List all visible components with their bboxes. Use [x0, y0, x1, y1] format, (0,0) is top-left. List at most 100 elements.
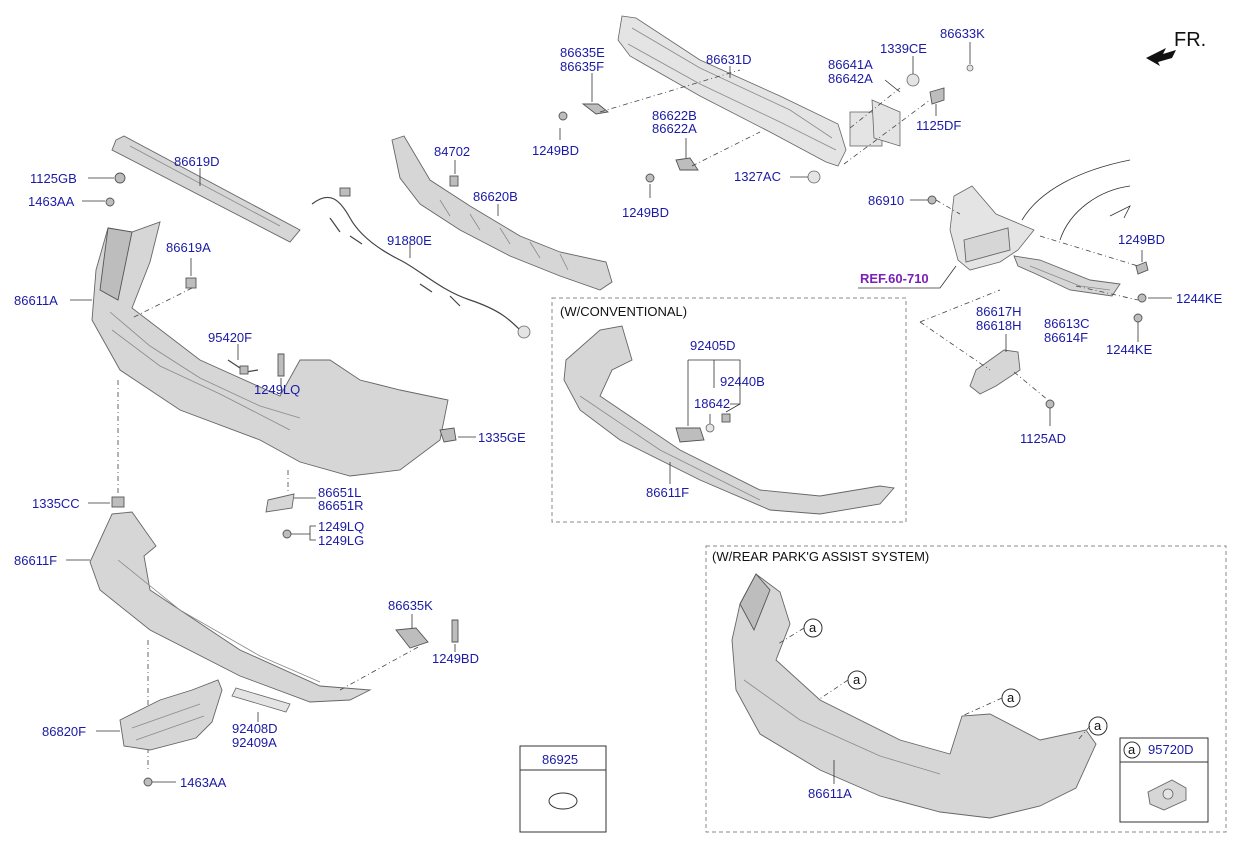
sensor-95720D-box	[1119, 737, 1209, 823]
label-1249BD-b[interactable]: 1249BD	[622, 205, 669, 220]
bolt-86910[interactable]	[927, 195, 937, 205]
lower-garnish-left-part[interactable]	[89, 511, 372, 703]
label-84702[interactable]: 84702	[434, 144, 470, 159]
label-95420F[interactable]: 95420F	[208, 330, 252, 345]
label-1339CE[interactable]: 1339CE	[880, 41, 927, 56]
label-86622B[interactable]: 86622B	[652, 108, 697, 123]
label-86611A-b[interactable]: 86611A	[808, 786, 852, 801]
back-beam-part[interactable]	[617, 15, 901, 167]
side-bracket-assembly[interactable]	[949, 185, 1121, 297]
plug-86925-part[interactable]	[548, 792, 578, 810]
front-arrow-icon	[1146, 48, 1176, 66]
bracket-86619A[interactable]	[185, 277, 197, 289]
wheel-arch-outline	[1021, 159, 1131, 241]
label-1249BD-c[interactable]: 1249BD	[432, 651, 479, 666]
reference-label[interactable]: REF.60-710	[860, 271, 929, 286]
label-86613C[interactable]: 86613C	[1044, 316, 1090, 331]
label-1327AC[interactable]: 1327AC	[734, 169, 781, 184]
clip-1335GE[interactable]	[439, 427, 457, 443]
sensor-bracket-92405D[interactable]	[675, 413, 731, 443]
reflector-86651[interactable]	[265, 493, 295, 513]
label-86635E[interactable]: 86635E	[560, 45, 605, 60]
conventional-variant-title: (W/CONVENTIONAL)	[560, 304, 687, 319]
label-95720D[interactable]: 95720D	[1148, 742, 1194, 757]
callout-a-1: a	[809, 620, 817, 635]
label-86631D[interactable]: 86631D	[706, 52, 752, 67]
label-1125AD[interactable]: 1125AD	[1020, 431, 1066, 446]
label-86635F[interactable]: 86635F	[560, 59, 604, 74]
energy-absorber-part[interactable]	[391, 135, 613, 291]
callout-a-2: a	[853, 672, 861, 687]
front-direction-indicator: FR.	[1146, 29, 1206, 66]
sensor-95420F[interactable]	[227, 359, 259, 375]
label-1463AA-a[interactable]: 1463AA	[28, 194, 75, 209]
wiring-harness-part[interactable]	[311, 187, 531, 339]
label-86635K[interactable]: 86635K	[388, 598, 433, 613]
park-sensor-callouts[interactable]: a a a a	[803, 618, 1108, 736]
label-1125DF[interactable]: 1125DF	[916, 118, 961, 133]
label-86611F-b[interactable]: 86611F	[646, 485, 689, 500]
bolt-1463AA-lower[interactable]	[143, 777, 153, 787]
under-cover-86820F[interactable]	[119, 679, 223, 751]
sensor-callout-a: a	[1128, 742, 1136, 757]
step-plate-part[interactable]	[111, 135, 301, 243]
fasteners-upper[interactable]	[558, 64, 974, 184]
label-1249LQ-a[interactable]: 1249LQ	[254, 382, 300, 397]
label-86620B[interactable]: 86620B	[473, 189, 518, 204]
conventional-variant-box	[551, 297, 907, 523]
bracket-84702[interactable]	[449, 175, 459, 187]
label-86617H[interactable]: 86617H	[976, 304, 1022, 319]
label-1463AA-b[interactable]: 1463AA	[180, 775, 227, 790]
label-92409A[interactable]: 92409A	[232, 735, 277, 750]
label-92440B[interactable]: 92440B	[720, 374, 765, 389]
bumper-cover-part[interactable]	[91, 221, 449, 477]
screw-1249LQ-upper[interactable]	[277, 353, 285, 377]
label-86925[interactable]: 86925	[542, 752, 578, 767]
label-1249BD-a[interactable]: 1249BD	[532, 143, 579, 158]
label-1249LQ-b[interactable]: 1249LQ	[318, 519, 364, 534]
park-assist-bumper-part[interactable]	[731, 573, 1097, 819]
callout-a-3: a	[1007, 690, 1015, 705]
clip-1335CC[interactable]	[111, 496, 125, 508]
label-1125GB[interactable]: 1125GB	[30, 171, 77, 186]
label-1244KE-b[interactable]: 1244KE	[1106, 342, 1153, 357]
label-86611A-a[interactable]: 86611A	[14, 293, 58, 308]
label-86611F-a[interactable]: 86611F	[14, 553, 57, 568]
label-18642[interactable]: 18642	[694, 396, 730, 411]
label-92408D[interactable]: 92408D	[232, 721, 278, 736]
park-assist-variant-title: (W/REAR PARK'G ASSIST SYSTEM)	[712, 549, 929, 564]
label-86651L[interactable]: 86651L	[318, 485, 361, 500]
label-86641A[interactable]: 86641A	[828, 57, 873, 72]
bracket-86635K[interactable]	[395, 619, 459, 649]
label-1335GE[interactable]: 1335GE	[478, 430, 526, 445]
front-label: FR.	[1174, 29, 1206, 51]
label-1244KE-a[interactable]: 1244KE	[1176, 291, 1223, 306]
plug-86925-box	[519, 745, 607, 833]
label-86619A[interactable]: 86619A	[166, 240, 211, 255]
label-86820F[interactable]: 86820F	[42, 724, 86, 739]
label-86622A[interactable]: 86622A	[652, 121, 697, 136]
label-86642A[interactable]: 86642A	[828, 71, 873, 86]
screw-1249LQ-lower[interactable]	[282, 529, 292, 539]
bolt-1125AD[interactable]	[1045, 399, 1055, 409]
label-86651R[interactable]: 86651R	[318, 498, 364, 513]
conventional-garnish-part[interactable]	[563, 325, 895, 515]
label-1335CC[interactable]: 1335CC	[32, 496, 80, 511]
label-86910[interactable]: 86910	[868, 193, 904, 208]
callout-a-4: a	[1094, 718, 1102, 733]
label-91880E[interactable]: 91880E	[387, 233, 432, 248]
label-92405D[interactable]: 92405D	[690, 338, 736, 353]
label-86618H[interactable]: 86618H	[976, 318, 1022, 333]
label-1249BD-d[interactable]: 1249BD	[1118, 232, 1165, 247]
label-86633K[interactable]: 86633K	[940, 26, 985, 41]
label-86614F[interactable]: 86614F	[1044, 330, 1088, 345]
park-sensor-part[interactable]	[1147, 779, 1187, 811]
label-1249LG[interactable]: 1249LG	[318, 533, 364, 548]
reflector-92408D[interactable]	[231, 687, 291, 713]
label-86619D[interactable]: 86619D	[174, 154, 220, 169]
bracket-86617H[interactable]	[969, 349, 1021, 395]
bolts-left[interactable]	[105, 172, 126, 207]
reference-callout[interactable]: REF.60-710	[858, 265, 957, 289]
screws-side[interactable]	[1133, 261, 1149, 323]
